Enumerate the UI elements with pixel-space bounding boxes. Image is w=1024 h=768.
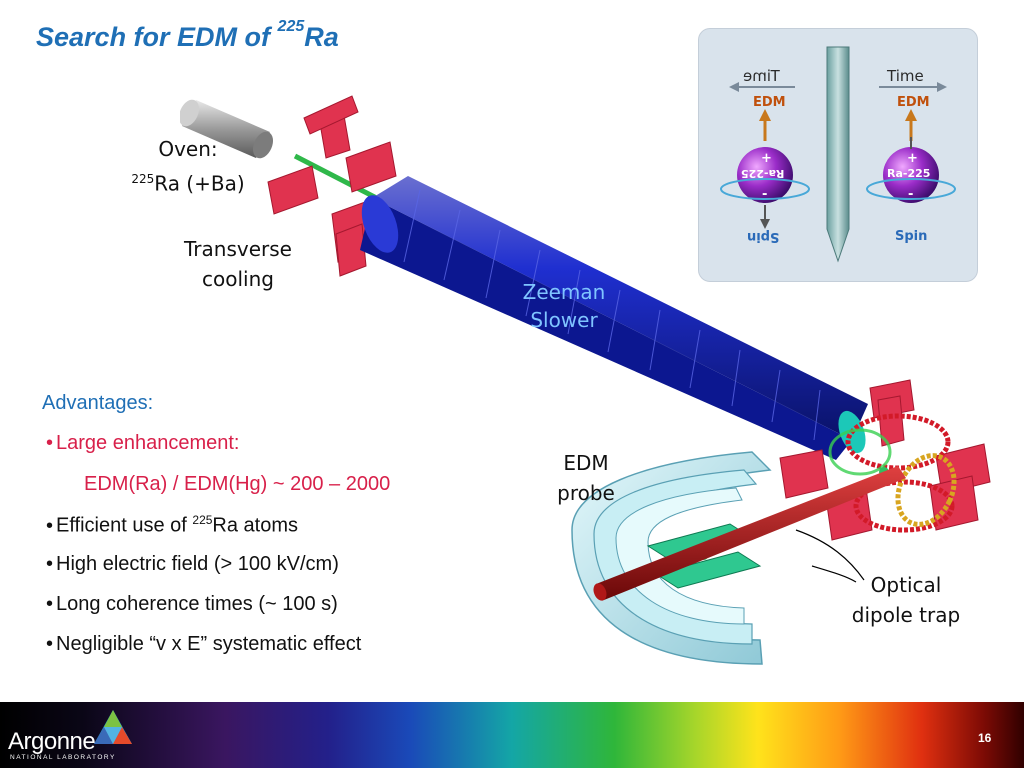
apparatus-illustration [180, 95, 991, 665]
advantage-item-3: •High electric field (> 100 kV/cm) [46, 553, 339, 575]
oven [180, 99, 274, 159]
symmetry-inset: Time Time EDM EDM + + Ra-225 Ra-225 - - … [698, 28, 978, 282]
dipole-trap-rod [593, 466, 906, 601]
plus-right: + [907, 151, 918, 166]
trap-magnets [779, 379, 991, 541]
zeeman-slower-label: Zeeman Slower [522, 280, 606, 332]
edm-label-right: EDM [897, 95, 930, 110]
edm-label-left: EDM [753, 95, 786, 110]
optical-dipole-trap-label: Optical dipole trap [851, 573, 961, 627]
atom-label-right: Ra-225 [887, 167, 931, 180]
atom-label-left: Ra-225 [741, 167, 785, 180]
spin-label-right: Spin [895, 229, 928, 244]
advantage-item-4: •Long coherence times (~ 100 s) [46, 593, 338, 615]
advantage-item-1: •Large enhancement: [46, 432, 240, 454]
argonne-logo-text: Argonne [8, 728, 96, 755]
atom-right [883, 147, 939, 203]
time-mirror [826, 46, 850, 263]
time-label: Time [887, 67, 924, 85]
advantage-item-2: •Efficient use of 225Ra atoms [46, 513, 299, 537]
spin-label-left: Spin [747, 229, 780, 244]
zeeman-slower [360, 176, 868, 460]
time-label-mirrored: Time [743, 67, 780, 85]
advantage-item-5: •Negligible “v x E” systematic effect [46, 633, 362, 655]
electrode-plate-bottom [654, 551, 762, 589]
optical-leader-line-2 [811, 565, 857, 583]
footer-bar [0, 702, 1024, 768]
coil-ring-red-lower [853, 479, 955, 533]
transverse-cooling-label: Transverse cooling [184, 237, 292, 291]
atom-left [737, 147, 793, 203]
argonne-logo-subtitle: NATIONAL LABORATORY [10, 754, 116, 761]
slide-title: Search for EDM of 225Ra [36, 18, 339, 52]
advantage-item-1-detail: EDM(Ra) / EDM(Hg) ~ 200 – 2000 [84, 473, 391, 495]
plus-left: + [761, 151, 772, 166]
oven-label: Oven: 225Ra (+Ba) [131, 137, 245, 196]
advantages-heading: Advantages: [42, 392, 154, 414]
symmetry-diagram [720, 46, 956, 263]
argonne-logo-icon [94, 710, 132, 744]
optical-leader-line-1 [795, 529, 865, 581]
page-number: 16 [978, 731, 992, 745]
trap-cloud [828, 428, 892, 476]
minus-right: - [908, 187, 914, 202]
edm-probe-shells [571, 451, 772, 665]
edm-probe-label: EDM probe [557, 451, 615, 505]
minus-left: - [762, 187, 768, 202]
